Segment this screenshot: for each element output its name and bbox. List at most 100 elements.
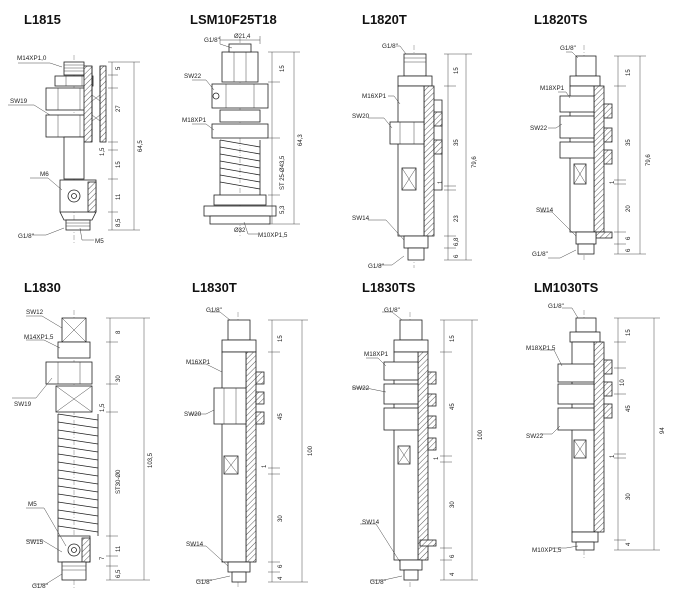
dimension-label: 15 xyxy=(116,161,122,168)
callout-label: G1/8" xyxy=(548,303,564,310)
top-fitting xyxy=(399,319,423,341)
callout-label: G1/8" xyxy=(532,251,548,258)
figure-title: L1820TS xyxy=(534,12,588,27)
tube-section xyxy=(245,351,257,563)
dimension-label: 1 xyxy=(438,180,444,184)
callout-label: SW14 xyxy=(352,215,370,222)
callout-label: G1/8" xyxy=(206,307,222,314)
hex-nut xyxy=(211,83,269,109)
callout-label: M16XP1 xyxy=(186,359,211,366)
figure-title: L1830T xyxy=(192,280,237,295)
tube-section xyxy=(593,341,605,533)
dimension-label: 6 xyxy=(454,254,460,258)
dimension-label: 30 xyxy=(450,501,456,508)
dimension-label: 103,5 xyxy=(148,452,154,468)
figure-lsm10f25t18: LSM10F25T18 Ø21,4 Ø32 15 ST 25-Ø43,5 5,3… xyxy=(182,12,304,239)
figure-title: LSM10F25T18 xyxy=(190,12,277,27)
callout-label: M10XP1,5 xyxy=(258,232,288,239)
figure-title: L1830 xyxy=(24,280,61,295)
callout-label: SW22 xyxy=(184,73,202,80)
figure-title: L1820T xyxy=(362,12,407,27)
dimension-label: 1 xyxy=(610,454,616,458)
dimension-label: 6,5 xyxy=(116,569,122,578)
dimension-label: 100 xyxy=(308,445,314,456)
sleeve-section xyxy=(83,65,93,143)
dimension-label: 45 xyxy=(450,403,456,410)
dimension-label: 4 xyxy=(278,576,284,580)
dimension-label: 30 xyxy=(116,375,122,382)
dimension-label: 15 xyxy=(278,335,284,342)
dimension-label: 1 xyxy=(610,180,616,184)
callout-label: G1/8" xyxy=(370,579,386,586)
dimension-label: 45 xyxy=(626,405,632,412)
dimension-label: 1,5 xyxy=(100,403,106,412)
figure-l1820t: L1820T 15 35 1 23 6,8 6 79,6 G1/8" M16XP… xyxy=(352,12,478,270)
callout-label: M18XP1 xyxy=(182,117,207,124)
dimension-label: 11 xyxy=(116,193,122,200)
top-fitting xyxy=(227,319,251,341)
hex-nut xyxy=(557,363,595,383)
callout-label: SW14 xyxy=(362,519,380,526)
hex-nut xyxy=(54,75,94,87)
callout-label: SW12 xyxy=(26,309,44,316)
figure-l1815: L1815 5 27 1,5 15 11 8,5 64,5 xyxy=(8,12,144,245)
callout-label: SW15 xyxy=(26,539,44,546)
callout-label: M10XP1,5 xyxy=(532,547,562,554)
rod xyxy=(63,136,85,180)
tube-section xyxy=(593,85,605,233)
top-fitting xyxy=(575,55,597,77)
dimension-label: Ø21,4 xyxy=(234,34,251,40)
dimension-label: 10 xyxy=(620,379,626,386)
dimension-label: 6 xyxy=(278,564,284,568)
tube-section xyxy=(423,85,435,237)
callout-label: M14XP1,0 xyxy=(17,55,47,62)
callout-label: SW20 xyxy=(184,411,202,418)
callout-label: M16XP1 xyxy=(362,93,387,100)
callout-label: SW22 xyxy=(526,433,544,440)
callout-label: SW19 xyxy=(14,401,32,408)
dimension-label: 5,3 xyxy=(280,205,286,214)
threaded-stem xyxy=(63,61,85,76)
dimension-label: 30 xyxy=(626,493,632,500)
callout-label: SW19 xyxy=(10,98,28,105)
figure-l1830ts: L1830TS 15 45 1 30 6 4 100 G1/8" M18XP1 … xyxy=(352,280,484,588)
top-nut xyxy=(221,51,259,83)
callout-label: G1/8" xyxy=(18,233,34,240)
dimension-label: ST 25-Ø43,5 xyxy=(280,155,286,190)
dimension-label: 6 xyxy=(626,248,632,252)
hex-nut xyxy=(211,123,269,139)
top-fitting xyxy=(403,53,427,77)
callout-label: G1/8" xyxy=(32,583,48,590)
callout-label: M18XP1 xyxy=(364,351,389,358)
dimension-label: 1 xyxy=(434,456,440,460)
dimension-label: 64,5 xyxy=(138,140,144,152)
hex-nut xyxy=(559,95,595,113)
figure-l1820ts: L1820TS 15 35 1 20 6 6 79,6 G1/8" M18XP1… xyxy=(530,12,652,260)
hex-nut xyxy=(383,383,419,405)
dimension-label: 8 xyxy=(116,330,122,334)
dimension-label: 79,6 xyxy=(646,154,652,166)
dimension-label: 15 xyxy=(626,69,632,76)
dimension-label: 100 xyxy=(478,429,484,440)
dimension-label: 15 xyxy=(626,329,632,336)
callout-label: M14XP1,5 xyxy=(24,334,54,341)
hex-nut xyxy=(45,361,93,385)
dimension-label: Ø32 xyxy=(234,228,246,234)
hex-nut xyxy=(389,121,425,145)
dimension-label: 4 xyxy=(450,572,456,576)
dimension-label: 15 xyxy=(450,335,456,342)
dimension-label: 6,8 xyxy=(454,237,460,246)
figure-l1830t: L1830T 15 45 1 30 6 4 100 G1/8" M16XP1 S… xyxy=(184,280,314,588)
hex-nut xyxy=(383,361,419,381)
dimension-label: 15 xyxy=(454,67,460,74)
hex-nut xyxy=(557,383,595,405)
hex-nut xyxy=(559,115,595,139)
callout-label: G1/8" xyxy=(204,37,220,44)
figure-title: L1830TS xyxy=(362,280,416,295)
dimension-label: 94 xyxy=(660,427,666,434)
callout-label: SW22 xyxy=(530,125,548,132)
hex-nut xyxy=(213,387,247,425)
dimension-label: 27 xyxy=(116,105,122,112)
callout-label: M5 xyxy=(28,501,37,508)
callout-label: M5 xyxy=(95,238,104,245)
